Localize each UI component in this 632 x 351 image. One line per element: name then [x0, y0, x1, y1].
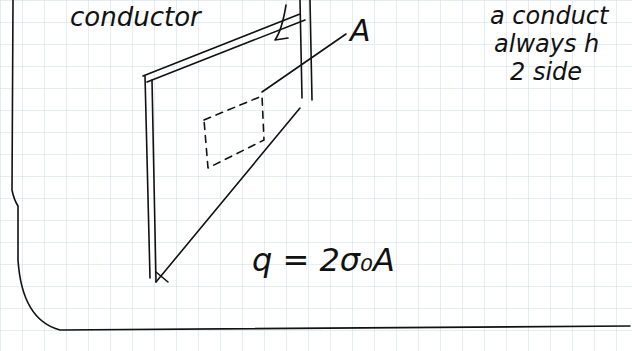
- plate-left: [145, 76, 156, 282]
- area-label: A: [350, 16, 371, 46]
- gaussian-pillbox: [204, 96, 264, 168]
- charge-formula: q = 2σ₀A: [252, 244, 395, 276]
- thickness-mark: [275, 5, 288, 40]
- page-border: [12, 0, 630, 330]
- conductor-label: conductor: [70, 4, 201, 30]
- plate-corner: [156, 272, 168, 282]
- plate-right: [300, 0, 312, 100]
- leader-line: [262, 34, 346, 92]
- side-note: always h: [494, 32, 599, 56]
- side-note: 2 side: [510, 60, 582, 84]
- side-note: a conduct: [490, 4, 608, 28]
